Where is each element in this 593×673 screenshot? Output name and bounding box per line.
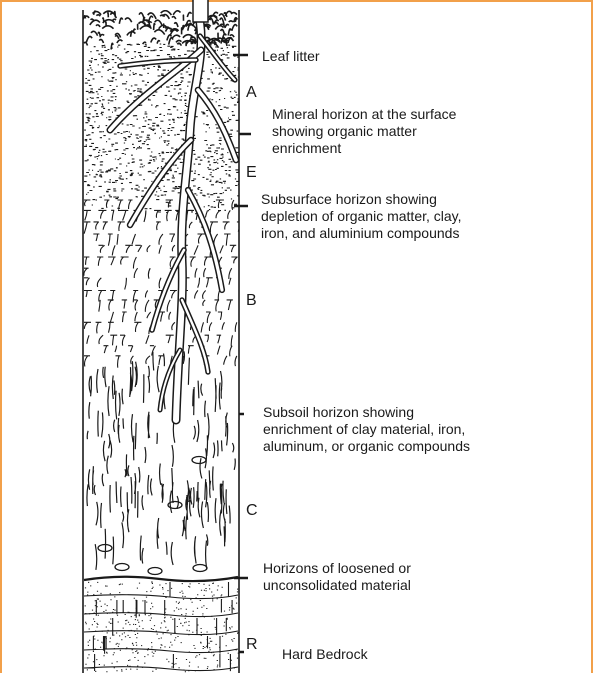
- bedrock-top-contact: [84, 577, 238, 581]
- streak-horizon-texture: [87, 351, 235, 569]
- description-line: Subsoil horizon showing: [263, 404, 470, 421]
- leaf-litter-layer: [82, 11, 238, 50]
- boundary-ticks: [233, 55, 251, 652]
- r-horizon-description: Hard Bedrock: [282, 646, 368, 663]
- e-horizon-description: Subsurface horizon showing depletion of …: [261, 191, 462, 242]
- pebble: [192, 457, 206, 464]
- bedrock-grain: [85, 582, 239, 672]
- description-line: Subsurface horizon showing: [261, 191, 462, 208]
- root-outline: [188, 190, 222, 290]
- horizon-label-e: E: [246, 164, 257, 182]
- leaf-litter-label: Leaf litter: [262, 48, 320, 65]
- horizon-label-a: A: [246, 84, 257, 102]
- leaf-litter-scribble: [82, 11, 238, 50]
- horizon-label-c: C: [246, 502, 258, 520]
- columnar-streaks: [87, 351, 235, 569]
- description-line: depletion of organic matter, clay,: [261, 208, 462, 225]
- root-body: [200, 36, 235, 80]
- description-line: Horizons of loosened or: [263, 560, 411, 577]
- pebble: [115, 564, 129, 571]
- a-horizon-description: Mineral horizon at the surface showing o…: [272, 106, 456, 157]
- b-horizon-description: Subsoil horizon showing enrichment of cl…: [263, 404, 470, 455]
- bedrock-texture: [84, 577, 239, 672]
- c-horizon-description: Horizons of loosened or unconsolidated m…: [263, 560, 411, 594]
- pebble: [148, 568, 162, 575]
- description-line: enrichment of clay material, iron,: [263, 421, 470, 438]
- horizon-label-b: B: [246, 292, 257, 310]
- tree-trunk: [193, 0, 208, 22]
- root-system: [110, 22, 236, 420]
- description-line: iron, and aluminium compounds: [261, 225, 462, 242]
- description-line: Mineral horizon at the surface: [272, 106, 456, 123]
- horizon-label-r: R: [246, 636, 258, 654]
- bedrock-joints: [84, 582, 238, 671]
- description-line: enrichment: [272, 140, 456, 157]
- description-line: aluminum, or organic compounds: [263, 438, 470, 455]
- pebble: [193, 565, 207, 572]
- description-line: unconsolidated material: [263, 577, 411, 594]
- description-line: showing organic matter: [272, 123, 456, 140]
